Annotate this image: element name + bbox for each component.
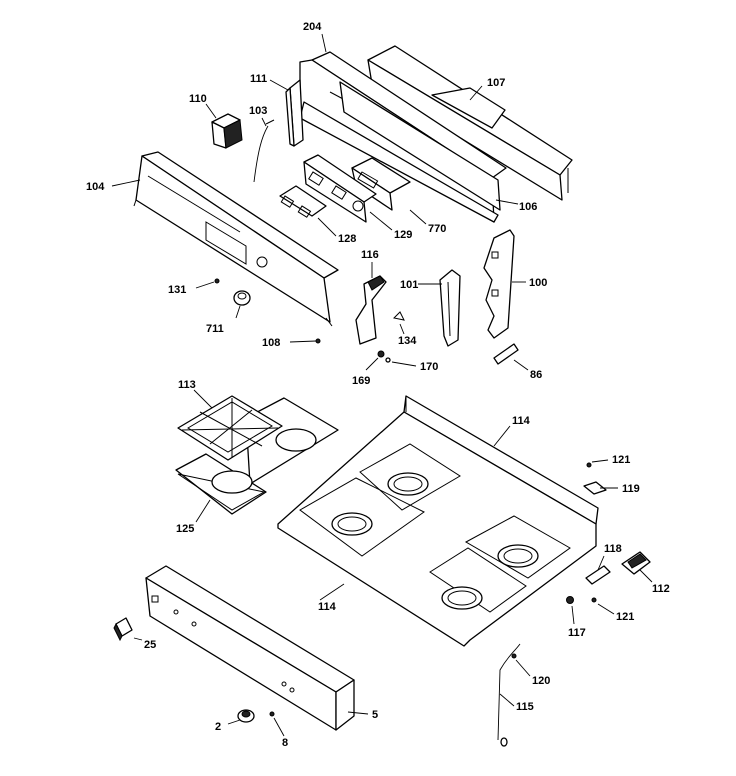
part-113-grate (177, 395, 283, 461)
callout-106: 106 (519, 201, 537, 213)
callout-86: 86 (530, 369, 542, 381)
callout-8: 8 (282, 737, 288, 749)
part-5-manifold-panel (145, 565, 355, 731)
part-119-bracket (583, 481, 607, 495)
callout-5: 5 (372, 709, 378, 721)
part-100-side-trim (483, 229, 515, 339)
part-104-control-panel (133, 151, 339, 327)
callout-129: 129 (394, 229, 412, 241)
part-112-hinge (621, 551, 651, 575)
part-107-vent-trim (367, 45, 573, 201)
part-770-clock-timer (351, 157, 411, 211)
part-169-nut (377, 350, 385, 358)
callout-25: 25 (144, 639, 156, 651)
part-116-side-bracket (355, 275, 387, 345)
callout-118: 118 (604, 543, 622, 555)
callout-711: 711 (206, 323, 224, 335)
callout-101: 101 (400, 279, 418, 291)
part-114-cooktop (277, 395, 599, 647)
part-170-screw (385, 357, 391, 363)
callout-125: 125 (176, 523, 194, 535)
part-111-bracket (285, 79, 304, 147)
callout-108: 108 (262, 337, 280, 349)
callout-169: 169 (352, 375, 370, 387)
callout-114-bottom: 114 (318, 601, 337, 613)
callout-121-lower: 121 (616, 611, 634, 623)
callout-107: 107 (487, 77, 505, 89)
callout-121-upper: 121 (612, 454, 630, 466)
part-108-screw (315, 338, 321, 344)
callout-134: 134 (398, 335, 417, 347)
part-134-clip (392, 311, 405, 321)
callout-114-top: 114 (512, 415, 531, 427)
part-115-rod (497, 643, 521, 747)
callout-770: 770 (428, 223, 446, 235)
part-110-switch (211, 113, 243, 149)
callout-111: 111 (250, 73, 267, 85)
part-129-control-board (303, 154, 377, 223)
part-131-screw (214, 278, 220, 284)
callout-100: 100 (529, 277, 547, 289)
part-101-bracket (439, 269, 461, 347)
callout-labels: 204 107 111 110 103 104 106 770 129 128 … (86, 21, 670, 749)
part-106-back-panel (339, 81, 501, 211)
part-2-knob (237, 709, 255, 723)
callout-112: 112 (652, 583, 670, 595)
part-128-overlay (279, 185, 327, 218)
part-120-clip (511, 653, 517, 659)
callout-113: 113 (178, 379, 196, 391)
part-118-bracket (585, 565, 611, 585)
callout-104: 104 (86, 181, 105, 193)
callout-120: 120 (532, 675, 550, 687)
callout-204: 204 (303, 21, 322, 33)
callout-128: 128 (338, 233, 356, 245)
part-103-harness (253, 119, 275, 183)
callout-115: 115 (516, 701, 534, 713)
part-121-screw-upper (586, 462, 592, 468)
leader-lines (111, 33, 653, 737)
part-711-knob (233, 290, 251, 306)
part-86-pin (493, 343, 519, 365)
callout-110: 110 (189, 93, 207, 105)
callout-2: 2 (215, 721, 221, 733)
callout-170: 170 (420, 361, 438, 373)
callout-116: 116 (361, 249, 379, 261)
part-121-screw-lower (591, 597, 597, 603)
callout-117: 117 (568, 627, 586, 639)
callout-103: 103 (249, 105, 267, 117)
part-117-bumper (566, 596, 574, 604)
part-8-screw (269, 711, 275, 717)
callout-119: 119 (622, 483, 640, 495)
part-25-valve (113, 617, 133, 642)
callout-131: 131 (168, 284, 186, 296)
